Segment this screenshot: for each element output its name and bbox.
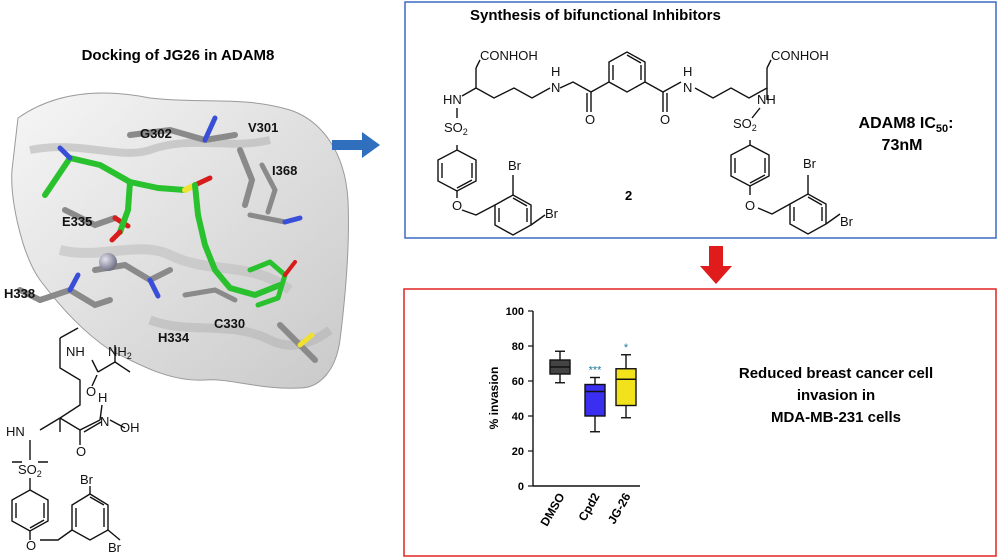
synthesis-title: Synthesis of bifunctional Inhibitors — [470, 7, 721, 24]
residue-label-v301: V301 — [248, 120, 278, 135]
ic50-line1: ADAM8 IC50: — [859, 115, 954, 135]
box-series: **** — [549, 342, 637, 433]
conhoh-left-label: CONHOH — [480, 48, 538, 63]
jg26-oh-label: OH — [120, 420, 140, 435]
br-right-bottom-label: Br — [840, 214, 854, 229]
compound-number: 2 — [625, 188, 632, 203]
blue-arrow — [332, 132, 380, 158]
carbonyl-o-left-label: O — [585, 112, 595, 127]
y-tick-label: 60 — [512, 376, 524, 388]
residue-label-g302: G302 — [140, 126, 172, 141]
jg26-br-bottom-label: Br — [108, 540, 122, 555]
br-right-top-label: Br — [803, 156, 817, 171]
jg26-nh-label: NH — [66, 344, 85, 359]
h-left-label: H — [551, 64, 560, 79]
residue-label-c330: C330 — [214, 316, 245, 331]
synthesis-box — [404, 1, 997, 239]
n-right-label: N — [683, 80, 692, 95]
jg26-h-label: H — [98, 390, 107, 405]
result-text-line3: MDA-MB-231 cells — [771, 409, 901, 426]
y-ticks: 0 20 40 60 80 100 — [506, 306, 533, 493]
ic50-line2: 73nM — [882, 137, 923, 154]
jg26-hn-label: HN — [6, 424, 25, 439]
result-box — [403, 288, 997, 557]
box-jg26: * — [615, 342, 637, 419]
box-iqr — [584, 383, 606, 417]
result-text-line1: Reduced breast cancer cell — [739, 365, 933, 382]
ligand-jg26-sticks — [42, 145, 297, 308]
residue-label-h338: H338 — [4, 286, 35, 301]
zinc-ion — [99, 253, 117, 271]
carbonyl-o-right-label: O — [660, 112, 670, 127]
so2-right-label: SO2 — [733, 116, 757, 133]
br-left-bottom-label: Br — [545, 206, 559, 221]
box-iqr — [615, 368, 637, 407]
y-tick-label: 20 — [512, 446, 524, 458]
box-cpd2: *** — [584, 365, 606, 433]
jg26-so2-label: SO2 — [18, 462, 42, 479]
n-left-label: N — [551, 80, 560, 95]
jg26-amide-o-label: O — [76, 444, 86, 459]
jg26-urea-o-label: O — [86, 384, 96, 399]
nh-right-label: NH — [757, 92, 776, 107]
jg26-n-label: N — [100, 414, 109, 429]
result-text-line2: invasion in — [797, 387, 875, 404]
conhoh-right-label: CONHOH — [771, 48, 829, 63]
docking-title: Docking of JG26 in ADAM8 — [82, 47, 275, 64]
jg26-ether-o-label: O — [26, 538, 36, 553]
bifunctional-structure — [437, 51, 841, 236]
residue-label-i368: I368 — [272, 163, 297, 178]
chart-ylabel: % invasion — [487, 367, 501, 430]
y-tick-label: 100 — [506, 306, 524, 318]
jg26-atom-labels: NH NH2 O H N OH O HN SO2 O Br Br — [6, 344, 140, 555]
y-tick-label: 0 — [518, 481, 524, 493]
red-arrow — [700, 246, 732, 284]
residue-labels: G302 V301 I368 E335 H338 H334 C330 — [4, 120, 297, 345]
so2-left-label: SO2 — [444, 120, 468, 137]
ether-o-right-label: O — [745, 198, 755, 213]
h-right-label: H — [683, 64, 692, 79]
br-left-top-label: Br — [508, 158, 522, 173]
residue-label-h334: H334 — [158, 330, 190, 345]
y-tick-label: 40 — [512, 411, 524, 423]
y-tick-label: 80 — [512, 341, 524, 353]
jg26-nh2-label: NH2 — [108, 344, 132, 361]
ether-o-left-label: O — [452, 198, 462, 213]
box-dmso — [549, 350, 571, 384]
hn-left-label: HN — [443, 92, 462, 107]
significance-label: *** — [589, 365, 603, 377]
result-text: Reduced breast cancer cell invasion in M… — [739, 365, 933, 426]
jg26-structure — [11, 327, 131, 541]
jg26-br-top-label: Br — [80, 472, 94, 487]
significance-label: * — [624, 342, 629, 354]
residue-label-e335: E335 — [62, 214, 92, 229]
bifunctional-atom-labels: CONHOH CONHOH HN SO2 N H O O N H NH SO2 … — [443, 48, 854, 229]
